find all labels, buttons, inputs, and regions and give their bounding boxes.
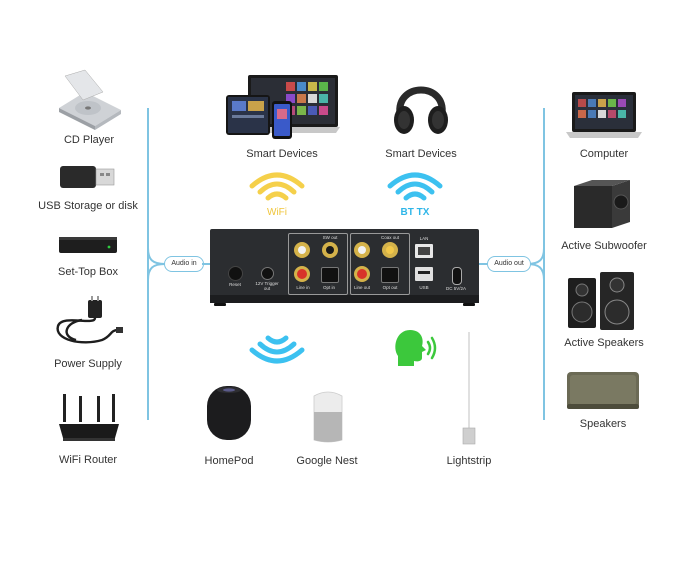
bluetooth-signal-icon — [387, 172, 443, 201]
bt-badge-label: BT TX — [400, 207, 430, 218]
audio-in-pill: Audio in — [164, 256, 204, 272]
coax-out-label: Coax out — [380, 235, 399, 240]
line-in-rca-red — [294, 266, 310, 282]
top-label-smart-devices-wifi: Smart Devices — [246, 148, 318, 160]
usb-label: USB — [419, 285, 429, 290]
dc-label: DC 5V/2A — [445, 286, 466, 291]
opt-out-label: Opt out — [382, 285, 398, 290]
input-bracket-line — [147, 108, 149, 420]
bottom-label-google-nest: Google Nest — [296, 455, 358, 467]
audio-out-pill: Audio out — [487, 256, 531, 272]
airplay-signal-icon — [249, 335, 305, 364]
device-bottom-edge — [210, 295, 479, 303]
input-bracket-curves — [147, 247, 166, 281]
lan-port — [415, 244, 433, 258]
input-label-set-top-box: Set-Top Box — [58, 266, 118, 278]
output-port-group — [350, 233, 410, 295]
reset-label: Reset — [229, 282, 241, 287]
device-right-foot — [463, 303, 475, 306]
line-out-rca-red — [354, 266, 370, 282]
streamer-device-rear-panel: Reset 12V Trigger out SW out Line in Opt… — [210, 229, 479, 303]
input-label-usb: USB Storage or disk — [38, 200, 138, 212]
input-port-group — [288, 233, 348, 295]
bottom-label-homepod: HomePod — [204, 455, 254, 467]
dc-power-port — [452, 267, 462, 285]
audio-out-link — [479, 263, 487, 265]
input-label-wifi-router: WiFi Router — [58, 454, 118, 466]
output-label-speakers: Speakers — [579, 418, 627, 430]
opt-in-port — [321, 267, 339, 283]
opt-in-label: Opt in — [322, 285, 335, 290]
bookshelf-speakers-icon — [568, 272, 634, 330]
line-in-label: Line in — [296, 285, 310, 290]
input-label-power-supply: Power Supply — [54, 358, 122, 370]
power-adapter-icon — [56, 296, 123, 344]
opt-out-port — [381, 267, 399, 283]
trigger-jack — [261, 267, 274, 280]
headphones-icon — [394, 86, 448, 134]
usb-port — [415, 267, 433, 281]
output-label-subwoofer: Active Subwoofer — [561, 240, 647, 252]
voice-assistant-icon — [395, 330, 437, 366]
sw-out-rca — [322, 242, 338, 258]
wifi-signal-icon — [249, 172, 305, 201]
homepod-icon — [207, 386, 251, 440]
laptop-phone-tablet-icon — [226, 75, 340, 139]
audio-in-link — [202, 263, 210, 265]
trigger-label: 12V Trigger out — [255, 281, 279, 291]
set-top-box-icon — [59, 237, 117, 253]
output-bracket-line — [543, 108, 545, 420]
line-out-label: Line out — [353, 285, 370, 290]
usb-drive-icon — [60, 166, 115, 188]
input-label-cd-player: CD Player — [63, 134, 115, 146]
coax-out-rca — [382, 242, 398, 258]
device-left-foot — [214, 303, 226, 306]
line-in-rca-white — [294, 242, 310, 258]
line-out-rca-white — [354, 242, 370, 258]
cd-player-icon — [59, 69, 121, 130]
lan-label: LAN — [419, 236, 429, 241]
reset-button[interactable] — [228, 266, 243, 281]
laptop-icon — [566, 92, 642, 138]
lightstrip-icon — [462, 332, 476, 445]
google-nest-icon — [313, 391, 343, 443]
output-label-active-speakers: Active Speakers — [564, 337, 644, 349]
wifi-badge-label: WiFi — [267, 207, 287, 218]
sw-out-label: SW out — [322, 235, 338, 240]
subwoofer-icon — [574, 180, 630, 228]
top-label-smart-devices-bt: Smart Devices — [385, 148, 457, 160]
portable-speaker-icon — [567, 372, 639, 409]
wifi-router-icon — [59, 394, 119, 441]
output-label-computer: Computer — [579, 148, 629, 160]
bottom-label-lightstrip: Lightstrip — [446, 455, 492, 467]
